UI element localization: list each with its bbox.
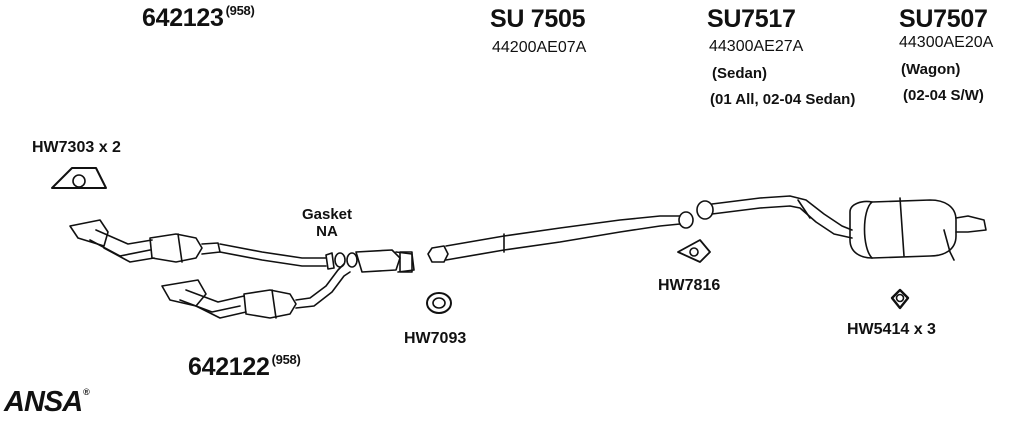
catalytic-converter-lower — [243, 289, 297, 319]
hw7303-label: HW7303 x 2 — [32, 139, 121, 156]
hw7093-gasket-icon — [426, 292, 452, 314]
hw7303-gasket-icon — [51, 167, 107, 189]
front-pipe-upper-642123 — [69, 219, 335, 270]
part-su7505-number: SU 7505 — [490, 5, 586, 33]
gasket-callout: Gasket NA — [293, 206, 361, 241]
part-642122-number: 642122 — [188, 353, 270, 381]
ansa-logo: ANSA® — [4, 386, 90, 418]
center-pipe-front-flange — [427, 245, 449, 263]
hw7093-label: HW7093 — [404, 330, 467, 347]
gasket-callout-line1: Gasket — [301, 206, 353, 223]
part-642123-label: 642123(958) — [142, 3, 255, 32]
part-su7505-oem: 44200AE07A — [492, 39, 587, 56]
hw7816-label: HW7816 — [658, 277, 721, 294]
front-pipe-lower-642122 — [161, 263, 351, 319]
rear-cat-section — [334, 249, 415, 273]
part-642122-note: (958) — [271, 352, 301, 367]
part-su7507-fitment: (02-04 S/W) — [903, 87, 984, 104]
gasket-na-icon — [334, 252, 346, 268]
manifold-flange-lower-left-icon — [161, 279, 207, 307]
ansa-logo-text: ANSA — [4, 386, 83, 418]
gasket-callout-line2: NA — [316, 223, 338, 241]
part-su7507-body: (Wagon) — [901, 61, 961, 78]
part-su7507-oem: 44300AE20A — [899, 34, 994, 51]
hw5414-label: HW5414 x 3 — [847, 321, 936, 338]
part-642123-note: (958) — [225, 3, 255, 18]
rear-muffler-assembly — [696, 195, 987, 261]
hw7816-gasket-icon — [677, 239, 711, 263]
part-642123-number: 642123 — [142, 4, 224, 32]
part-su7507-number: SU7507 — [899, 5, 988, 33]
part-su7517-oem: 44300AE27A — [709, 38, 804, 55]
part-su7517-body: (Sedan) — [712, 65, 768, 82]
part-su7517-number: SU7517 — [707, 5, 796, 33]
manifold-flange-upper-left-icon — [69, 219, 109, 247]
catalytic-converter-upper — [149, 233, 203, 263]
hw5414-hanger-icon — [890, 288, 910, 310]
center-pipe-su7505 — [427, 211, 694, 263]
ansa-logo-registered-mark: ® — [83, 387, 90, 397]
muffler-body — [849, 199, 957, 259]
part-su7517-fitment: (01 All, 02-04 Sedan) — [710, 91, 856, 108]
rear-catalytic-converter — [355, 249, 401, 273]
part-642122-label: 642122(958) — [188, 352, 301, 381]
